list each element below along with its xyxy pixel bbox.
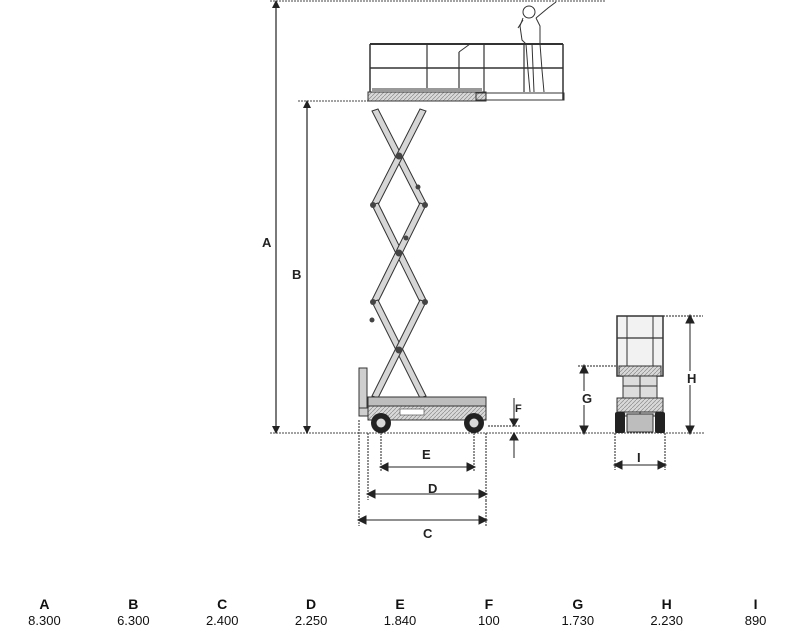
dimension-f [488, 398, 520, 458]
spec-header: B [128, 596, 139, 612]
spec-value: 2.230 [650, 613, 683, 628]
spec-column-g: G 1.730 [533, 596, 622, 630]
spec-value: 6.300 [117, 613, 150, 628]
operator-figure [517, 1, 557, 93]
spec-column-d: D 2.250 [267, 596, 356, 630]
spec-value: 1.840 [383, 613, 417, 628]
specification-table: A 8.300 B 6.300 C 2.400 D 2.250 E 1.840 … [0, 596, 800, 630]
spec-value: 100 [478, 613, 500, 628]
dimension-h [663, 313, 703, 436]
spec-column-i: I 890 [711, 596, 800, 630]
spec-column-c: C 2.400 [178, 596, 267, 630]
dimension-f-label: F [515, 403, 522, 415]
front-view-machine [615, 315, 665, 433]
spec-value: 8.300 [28, 613, 61, 628]
spec-header: I [753, 596, 758, 612]
spec-header: D [306, 596, 317, 612]
dimension-a-label: A [262, 235, 272, 250]
scissor-lift-dimension-diagram: A B [260, 0, 705, 541]
spec-column-f: F 100 [444, 596, 533, 630]
dimension-i [612, 433, 668, 470]
spec-column-h: H 2.230 [622, 596, 711, 630]
spec-column-b: B 6.300 [89, 596, 178, 630]
dimension-c [356, 420, 489, 526]
dimension-g-label: G [582, 391, 592, 406]
spec-value: 1.730 [561, 613, 595, 628]
dimension-b-label: B [292, 267, 301, 282]
spec-header: F [484, 596, 494, 612]
spec-header: H [661, 596, 672, 612]
spec-header: C [217, 596, 228, 612]
dimension-d-label: D [428, 481, 437, 496]
spec-header: G [572, 596, 584, 612]
dimension-b [291, 100, 372, 434]
spec-value: 2.250 [294, 613, 328, 628]
spec-column-a: A 8.300 [0, 596, 89, 630]
dimension-g [578, 363, 617, 436]
dimension-i-label: I [637, 450, 641, 465]
dimension-c-label: C [423, 526, 433, 541]
platform [367, 43, 565, 102]
scissor-pins [369, 152, 428, 354]
dimension-a [260, 0, 605, 434]
spec-value: 890 [744, 613, 767, 628]
spec-value: 2.400 [205, 613, 239, 628]
dimension-e-label: E [422, 447, 431, 462]
spec-column-e: E 1.840 [356, 596, 445, 630]
dimension-e [378, 433, 477, 472]
dimension-d [365, 433, 489, 500]
spec-header: A [39, 596, 50, 612]
chassis [358, 367, 487, 433]
spec-header: E [395, 596, 405, 612]
dimension-h-label: H [687, 371, 696, 386]
